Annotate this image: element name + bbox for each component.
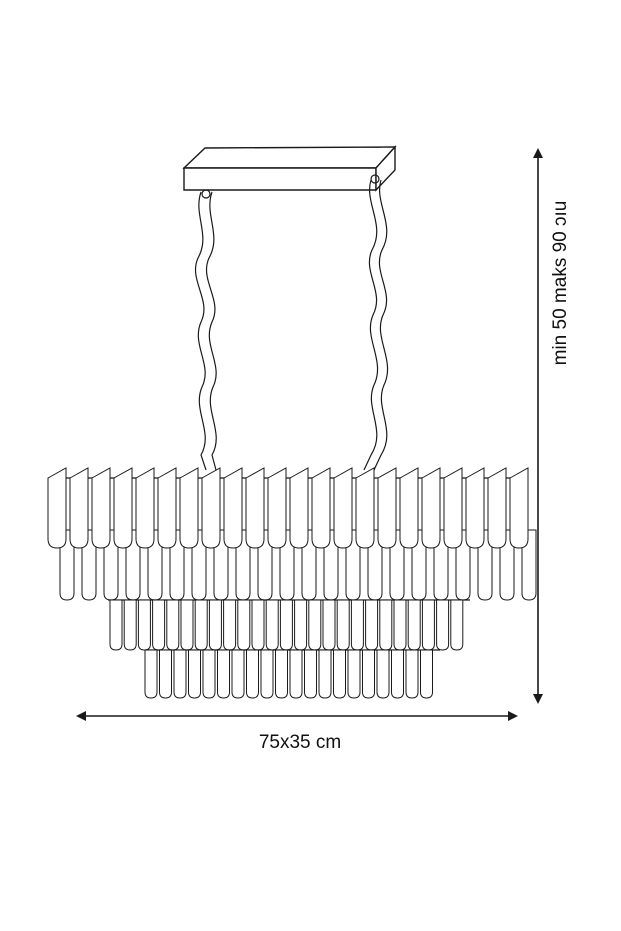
crystal-drop [289, 649, 303, 699]
crystal-drop [144, 649, 158, 699]
chandelier-top-tier [47, 467, 537, 601]
crystal-drop [194, 599, 208, 651]
crystal-drop [465, 467, 485, 549]
crystal-drop [217, 649, 230, 699]
crystal-drop [350, 599, 364, 651]
crystal-drop [251, 599, 265, 651]
crystal-drop [421, 467, 441, 549]
crystal-drop [336, 599, 350, 651]
crystal-drop [135, 467, 155, 549]
crystal-drop [275, 649, 288, 699]
crystal-drop [223, 467, 243, 549]
crystal-drop [499, 529, 515, 601]
crystal-drop [245, 467, 265, 549]
crystal-drop [393, 599, 407, 651]
suspension-chains [195, 174, 389, 471]
crystal-drop [399, 467, 419, 549]
crystal-drop [294, 599, 308, 651]
crystal-drop [322, 599, 336, 651]
crystal-drop [69, 467, 89, 549]
crystal-drop [201, 467, 221, 549]
crystal-drop [289, 467, 309, 549]
crystal-drop [379, 599, 393, 651]
crystal-drop [113, 467, 133, 549]
crystal-drop [407, 599, 421, 651]
crystal-drop [509, 467, 529, 549]
crystal-drop [173, 649, 187, 699]
crystal-drop [166, 599, 180, 651]
crystal-drop [377, 467, 397, 549]
crystal-drop [123, 599, 137, 651]
crystal-drop [91, 467, 111, 549]
crystal-drop [279, 599, 293, 651]
crystal-drop [188, 649, 201, 699]
crystal-drop [152, 599, 166, 651]
crystal-drop [109, 599, 123, 651]
crystal-drop [137, 599, 151, 651]
crystal-drop [304, 649, 317, 699]
height-dimension-label: min 50 maks 90 ɔıu [550, 200, 571, 366]
crystal-drop [246, 649, 259, 699]
crystal-drop [159, 649, 172, 699]
crystal-drop [265, 599, 279, 651]
ceiling-canopy [182, 145, 397, 192]
crystal-drop [208, 599, 222, 651]
crystal-drop [223, 599, 237, 651]
crystal-drop [436, 599, 450, 651]
crystal-drop [179, 467, 199, 549]
crystal-drop [47, 467, 67, 549]
crystal-drop [59, 529, 75, 601]
crystal-drop [308, 599, 322, 651]
crystal-drop [81, 529, 97, 601]
crystal-drop [260, 649, 274, 699]
crystal-drop [450, 599, 464, 651]
crystal-drop [365, 599, 379, 651]
crystal-drop [405, 649, 419, 699]
crystal-drop [237, 599, 251, 651]
crystal-drop [333, 649, 346, 699]
crystal-drop [391, 649, 404, 699]
crystal-drop [180, 599, 194, 651]
crystal-drop [267, 467, 287, 549]
crystal-drop [443, 467, 463, 549]
chandelier-middle-tier [108, 599, 470, 651]
crystal-drop [157, 467, 177, 549]
crystal-drop [333, 467, 353, 549]
crystal-drop [355, 467, 375, 549]
crystal-drop [362, 649, 375, 699]
width-dimension-label: 75x35 cm [258, 732, 342, 753]
crystal-drop [421, 599, 435, 651]
crystal-drop [487, 467, 507, 549]
crystal-drop [311, 467, 331, 549]
crystal-drop [376, 649, 390, 699]
crystal-drop [318, 649, 332, 699]
crystal-drop [420, 649, 433, 699]
crystal-drop [477, 529, 493, 601]
crystal-drop [347, 649, 361, 699]
chandelier-bottom-tier [144, 649, 440, 699]
crystal-drop [231, 649, 245, 699]
crystal-drop [202, 649, 216, 699]
